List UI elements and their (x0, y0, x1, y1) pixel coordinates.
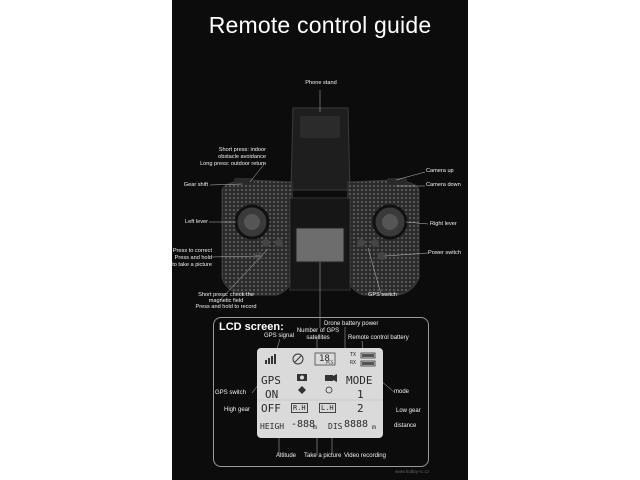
label-right-lever: Right lever (430, 221, 457, 227)
guide-panel: Remote control guide (172, 0, 468, 480)
label-short-press-indoor: Short press: indoor (218, 147, 266, 153)
lcd-display: GPS ON OFF 18 PCS TX RX MODE 1 2 R.H L.H… (257, 348, 383, 438)
drone-icon (298, 386, 306, 394)
lcd-section-frame (213, 317, 429, 467)
controller-illustration (209, 90, 429, 455)
lcd-rh-box: R.H (291, 403, 308, 413)
watermark-text: www.hobby-rc.cz (395, 469, 430, 474)
lcd-label-gps-signal: GPS signal (264, 333, 295, 339)
page-title: Remote control guide (208, 12, 432, 38)
lcd-height-unit: m (313, 423, 317, 431)
lcd-label-mode: mode (394, 389, 410, 395)
lcd-label-number-of-gps: Number of GPS (296, 328, 340, 334)
lcd-mode-1: 1 (357, 388, 364, 401)
label-gps-switch-controller: GPS switch (368, 292, 397, 298)
video-icon (325, 374, 337, 382)
lcd-sat-count: 18 (319, 354, 330, 364)
remote-battery-icon (360, 360, 376, 367)
label-take-picture: to take a picture (172, 262, 212, 268)
lcd-label-remote-battery: Remote control battery (348, 335, 409, 341)
lcd-label-gps-switch: GPS switch (215, 390, 247, 396)
lcd-lh-box: L.H (319, 403, 336, 413)
lcd-mode-text: MODE (346, 374, 373, 387)
label-gear-shift: Gear shift (183, 182, 208, 188)
lcd-label-satellites: satellites (306, 335, 330, 341)
lcd-tx-label: TX (350, 352, 357, 358)
lcd-label-take-picture: Take a picture (304, 453, 342, 459)
lcd-label-low-gear: Low gear (396, 408, 421, 414)
compass-icon (292, 353, 304, 365)
label-hold-to-record: Press and hold to record (195, 304, 257, 310)
headless-icon (325, 386, 333, 394)
lcd-rx-label: RX (350, 360, 357, 366)
label-short-press-indoor-2: obstacle avoidance (218, 154, 266, 160)
lcd-label-altitude: Altitude (276, 453, 297, 459)
label-magnetic-field: magnetic field (208, 298, 244, 304)
label-power-switch: Power switch (428, 250, 461, 256)
lcd-pcs-unit: PCS (326, 360, 334, 365)
lcd-dis-value: 8888 (344, 419, 369, 430)
label-long-press-return: Long press: outdoor return (200, 161, 266, 167)
lcd-height-value: -888 (291, 419, 316, 430)
lcd-on-text: ON (265, 388, 279, 401)
lcd-gps-text: GPS (261, 374, 281, 387)
gps-signal-icon (265, 354, 276, 364)
lcd-mode-2: 2 (357, 402, 364, 415)
lcd-height-label: HEIGH (260, 422, 285, 431)
drone-battery-icon (360, 352, 376, 359)
label-camera-down: Camera down (426, 182, 461, 188)
lcd-dis-unit: m (372, 423, 376, 431)
lcd-title: LCD screen: (219, 321, 284, 333)
label-short-press-check: Short press: check the (198, 292, 254, 298)
label-press-to-correct: Press to correct (172, 248, 212, 254)
lcd-icons (257, 352, 383, 401)
camera-icon (297, 374, 307, 381)
label-camera-up: Camera up (426, 168, 454, 174)
lcd-label-distance: distance (394, 423, 417, 429)
label-phone-stand: Phone stand (305, 80, 337, 86)
lcd-label-high-gear: High gear (224, 407, 251, 413)
lcd-label-drone-battery: Drone battery power (324, 321, 379, 327)
label-press-and-hold: Press and hold (174, 255, 212, 261)
lcd-label-video-recording: Video recording (344, 453, 386, 459)
lcd-dis-label: DIS (328, 422, 343, 431)
lcd-off-text: OFF (261, 402, 281, 415)
label-left-lever: Left lever (184, 219, 208, 225)
